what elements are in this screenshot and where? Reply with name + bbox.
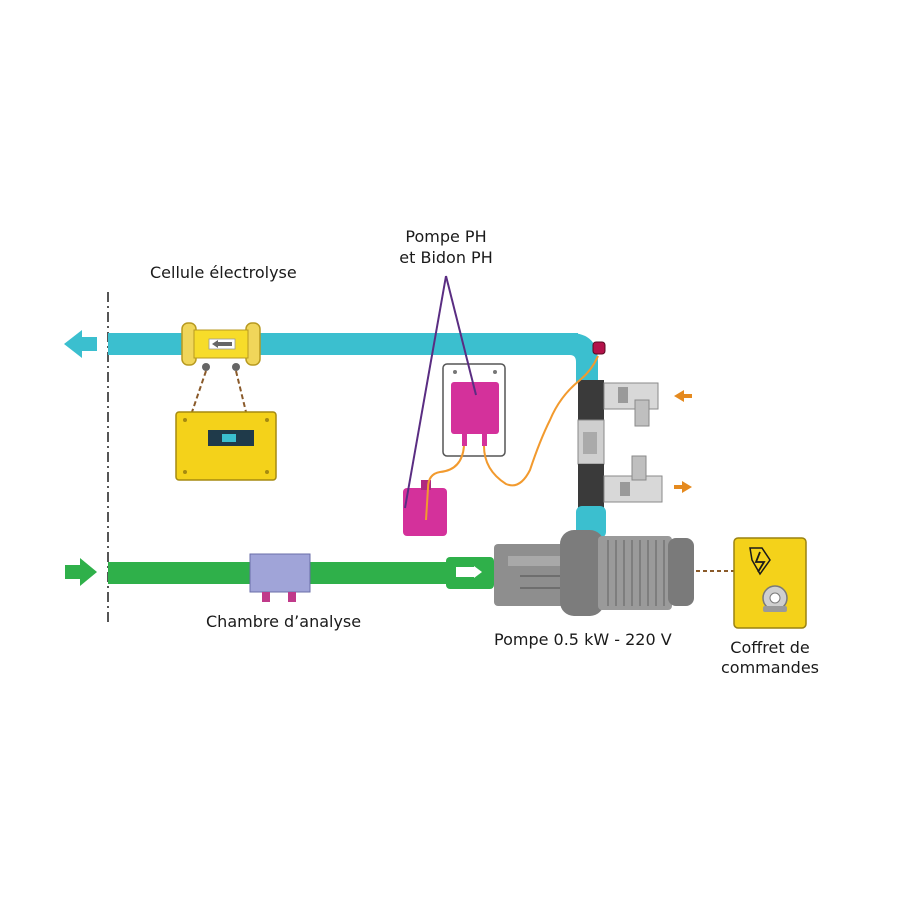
ph-tube-suction xyxy=(425,445,465,521)
lightning-icon xyxy=(749,547,771,576)
electrolysis-control-box xyxy=(175,411,277,481)
lower-valve xyxy=(603,455,663,503)
dial-icon xyxy=(762,585,788,612)
label-ph-pump-line2: et Bidon PH xyxy=(399,248,493,267)
arrow-left-icon xyxy=(674,390,692,402)
ph-leader-line-1 xyxy=(404,275,447,509)
upper-valve xyxy=(603,382,659,427)
ph-leader-line-2 xyxy=(445,275,477,396)
arrow-right-icon xyxy=(674,481,692,493)
label-analysis-chamber: Chambre d’analyse xyxy=(206,612,362,631)
valve-column xyxy=(576,380,606,538)
elbow-sensor xyxy=(592,341,606,355)
label-main-pump: Pompe 0.5 kW - 220 V xyxy=(494,630,672,649)
control-cabinet xyxy=(733,537,807,629)
label-control-cabinet-line1: Coffret de xyxy=(730,638,810,657)
analysis-chamber xyxy=(249,553,311,602)
arrow-left-icon xyxy=(64,330,97,358)
ph-canister xyxy=(403,480,447,536)
arrow-right-icon xyxy=(65,558,97,586)
label-electrolysis-cell: Cellule électrolyse xyxy=(150,263,297,282)
label-control-cabinet-line2: commandes xyxy=(720,658,820,677)
main-pump xyxy=(494,530,694,616)
ph-tube-injection xyxy=(483,355,599,487)
ph-pump xyxy=(442,363,506,457)
electrolysis-cell xyxy=(181,322,261,371)
label-ph-pump-line1: Pompe PH xyxy=(405,227,487,246)
